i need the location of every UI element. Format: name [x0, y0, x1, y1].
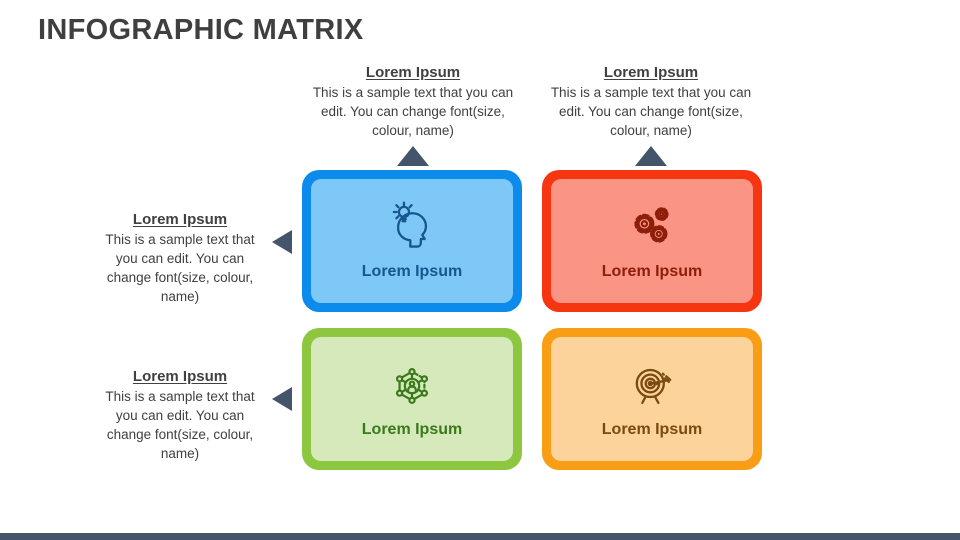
left-arrow-icon	[272, 230, 292, 254]
callout-left-2: Lorem Ipsum This is a sample text that y…	[100, 368, 260, 464]
callout-body: This is a sample text that you can edit.…	[550, 85, 752, 138]
card-label: Lorem Ipsum	[601, 421, 703, 438]
callout-body: This is a sample text that you can edit.…	[105, 232, 255, 304]
matrix-card-target: Lorem Ipsum	[542, 328, 762, 470]
bottom-accent-bar	[0, 533, 960, 540]
callout-body: This is a sample text that you can edit.…	[105, 389, 255, 461]
callout-heading: Lorem Ipsum	[365, 64, 461, 81]
matrix-card-idea: Lorem Ipsum	[302, 170, 522, 312]
target-icon	[625, 359, 679, 413]
network-icon	[385, 359, 439, 413]
idea-head-icon	[385, 201, 439, 255]
callout-heading: Lorem Ipsum	[132, 211, 228, 228]
callout-heading: Lorem Ipsum	[132, 368, 228, 385]
up-arrow-icon	[635, 146, 667, 166]
gears-icon	[625, 201, 679, 255]
callout-top-2: Lorem Ipsum This is a sample text that y…	[549, 64, 753, 141]
card-label: Lorem Ipsum	[361, 263, 463, 280]
left-arrow-icon	[272, 387, 292, 411]
callout-body: This is a sample text that you can edit.…	[312, 85, 514, 138]
up-arrow-icon	[397, 146, 429, 166]
matrix-card-gears: Lorem Ipsum	[542, 170, 762, 312]
page-title: INFOGRAPHIC MATRIX	[38, 14, 364, 46]
card-label: Lorem Ipsum	[601, 263, 703, 280]
callout-top-1: Lorem Ipsum This is a sample text that y…	[311, 64, 515, 141]
matrix-card-network: Lorem Ipsum	[302, 328, 522, 470]
callout-left-1: Lorem Ipsum This is a sample text that y…	[100, 211, 260, 307]
card-label: Lorem Ipsum	[361, 421, 463, 438]
callout-heading: Lorem Ipsum	[603, 64, 699, 81]
